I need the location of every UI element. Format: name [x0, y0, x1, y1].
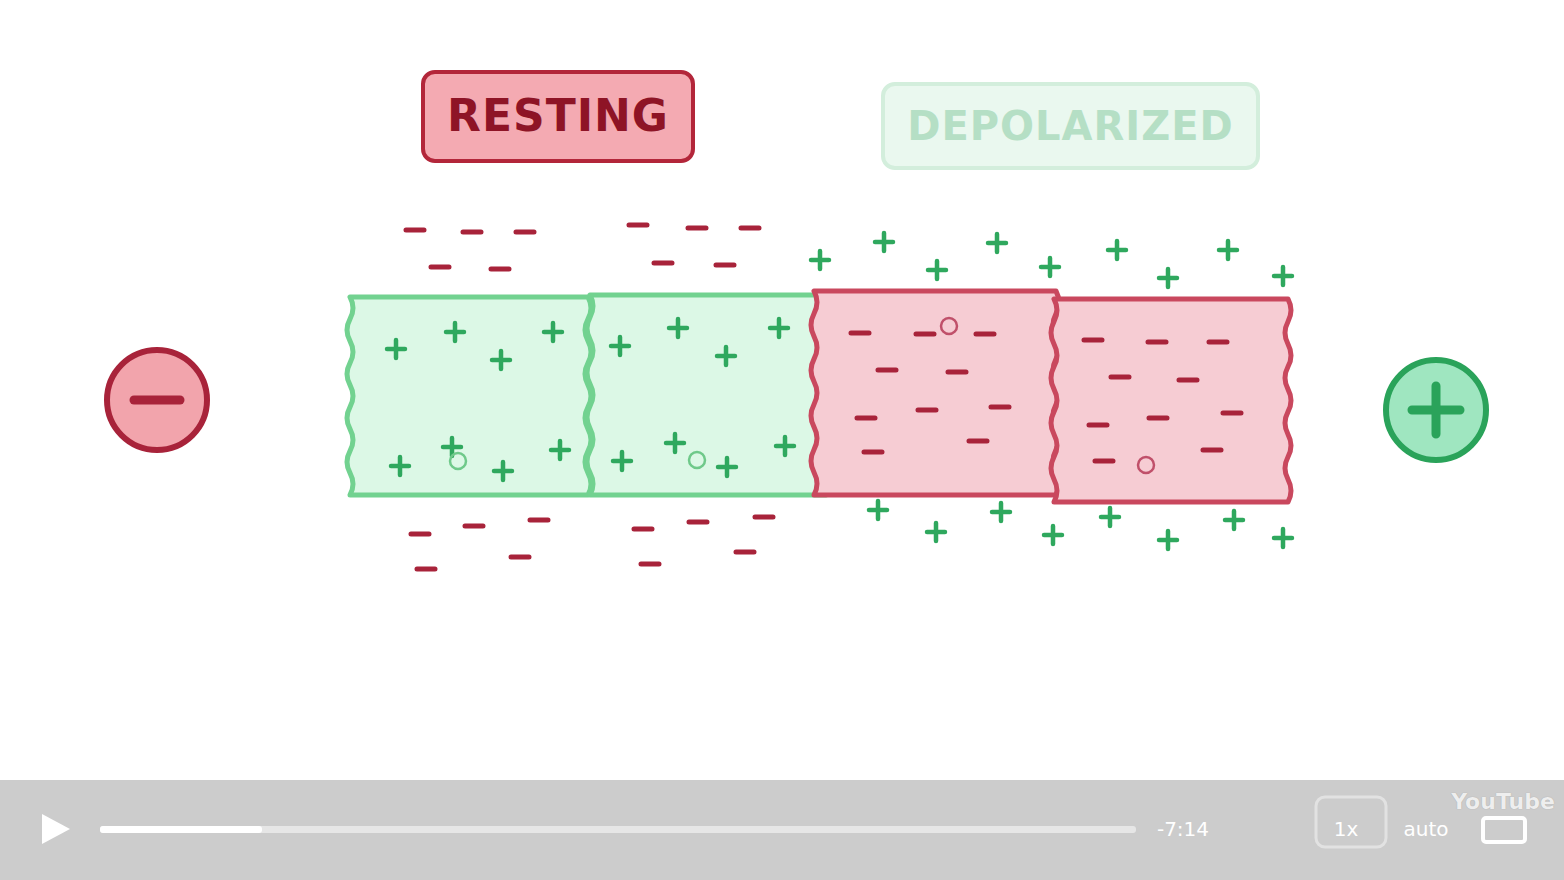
play-icon [42, 814, 70, 844]
negative-electrode [107, 350, 207, 450]
time-remaining: -7:14 [1157, 818, 1209, 840]
minus-sign [134, 396, 180, 405]
state-label-box: RESTING [421, 70, 695, 163]
progress-track [100, 826, 1136, 833]
speed-label: 1x [1334, 818, 1359, 840]
heart-cell [811, 291, 1059, 495]
nuclei [450, 318, 1154, 473]
speed-button [1316, 797, 1386, 847]
positive-electrode [1386, 360, 1486, 460]
fullscreen-icon [1483, 818, 1525, 842]
progress-fill [100, 826, 262, 833]
state-label-box: DEPOLARIZED [881, 82, 1260, 170]
quality-label: auto [1403, 818, 1448, 840]
state-label: DEPOLARIZED [907, 104, 1234, 148]
player-bar [0, 780, 1564, 880]
nucleus [941, 318, 957, 334]
state-label: RESTING [447, 92, 669, 140]
watermark: YouTube [1451, 790, 1555, 814]
heart-cell [1051, 299, 1291, 502]
nucleus [450, 453, 466, 469]
positive-charges [387, 233, 1292, 549]
nucleus [1138, 457, 1154, 473]
nucleus [689, 452, 705, 468]
plus-sign [1412, 386, 1460, 434]
cell-group [347, 291, 1291, 502]
